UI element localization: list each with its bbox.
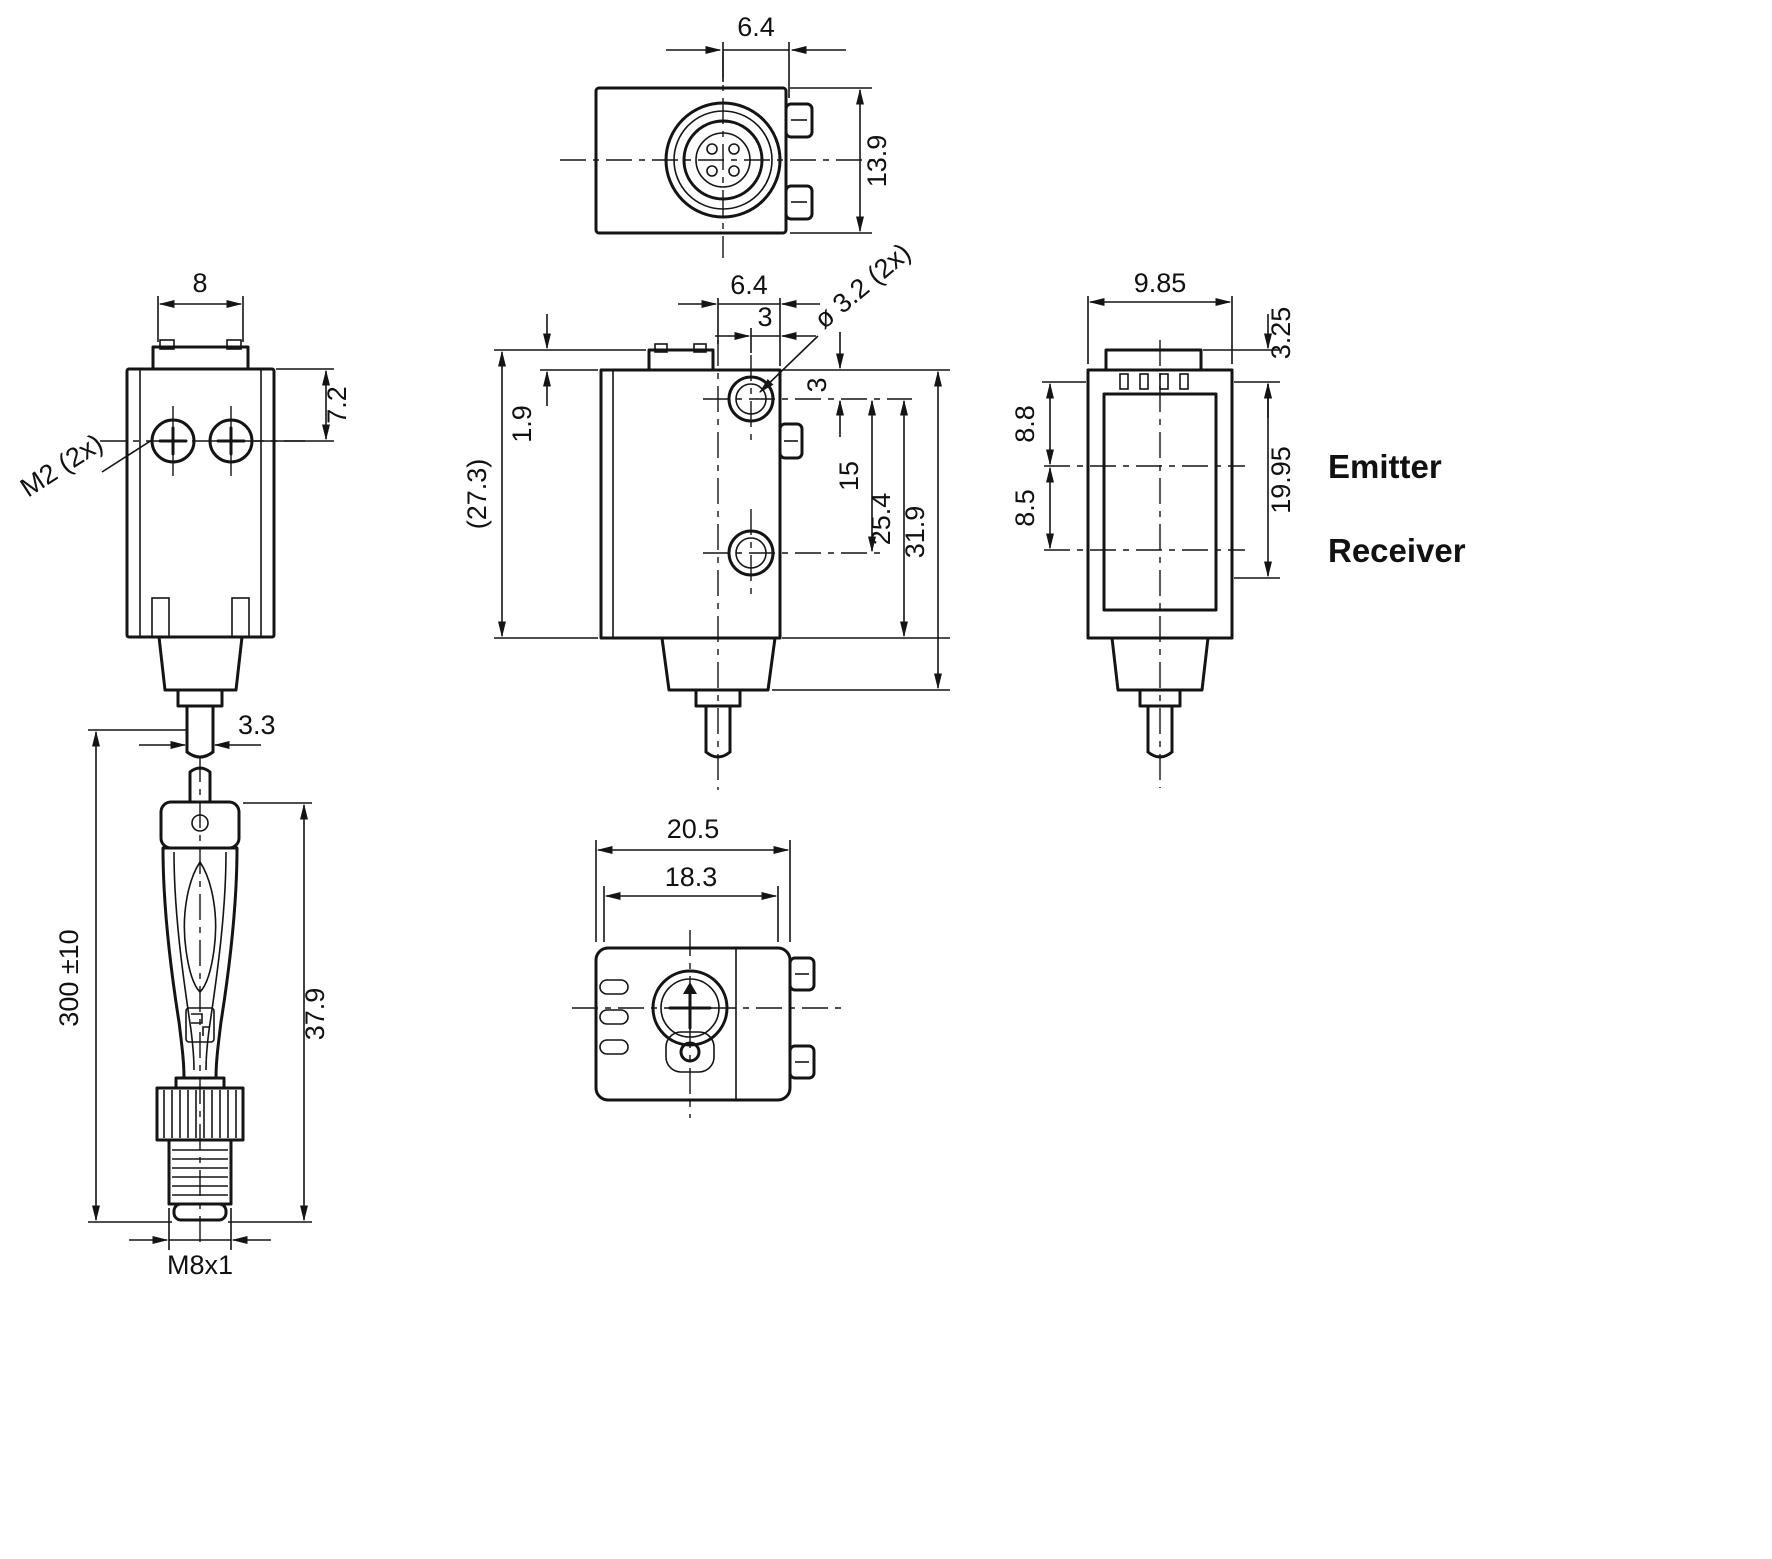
side-view-housing bbox=[599, 368, 782, 640]
dim-emitter-offset: 8.8 bbox=[1010, 405, 1040, 443]
dim-top-height: 13.9 bbox=[862, 135, 892, 188]
dim-hole-to-bottom: 25.4 bbox=[866, 493, 896, 546]
side-view: (27.3) 1.9 6.4 3 ø 3.2 (2x) 3 15 bbox=[462, 237, 950, 790]
dim-cap-offset: 3.25 bbox=[1266, 307, 1296, 360]
dim-plug-length: 37.9 bbox=[300, 988, 330, 1041]
label-m2-screws: M2 (2x) bbox=[15, 428, 108, 503]
front-view-housing bbox=[125, 367, 276, 639]
dim-hole-edge-offset: 3 bbox=[757, 302, 772, 332]
front-view-cap bbox=[151, 345, 250, 371]
top-view: 6.4 13.9 bbox=[560, 12, 892, 258]
connector-pin bbox=[728, 143, 740, 155]
side-view-connector bbox=[660, 636, 777, 692]
dim-top-connector-width: 6.4 bbox=[737, 12, 775, 42]
dim-body-height: (27.3) bbox=[462, 459, 492, 530]
label-receiver: Receiver bbox=[1328, 532, 1466, 569]
vent-slot bbox=[599, 1009, 629, 1025]
label-hole-diameter: ø 3.2 (2x) bbox=[809, 237, 917, 334]
dim-optical-span: 19.95 bbox=[1266, 446, 1296, 514]
dim-back-width: 9.85 bbox=[1134, 268, 1187, 298]
back-view: 9.85 3.25 8.8 8.5 19.95 Emitter Receiver bbox=[1010, 268, 1466, 788]
back-view-connector bbox=[1110, 636, 1210, 692]
cable bbox=[185, 704, 215, 759]
dim-hole-top-offset: 3 bbox=[802, 377, 832, 392]
bottom-view: 20.5 18.3 bbox=[572, 814, 848, 1118]
dim-front-top-width: 8 bbox=[192, 268, 207, 298]
side-view-cap bbox=[647, 348, 715, 372]
m8-cable-plug bbox=[155, 756, 245, 1248]
dim-cap-height: 1.9 bbox=[507, 405, 537, 443]
dim-total-height: 31.9 bbox=[900, 506, 930, 559]
back-view-cap bbox=[1104, 348, 1203, 372]
vent-slot bbox=[599, 1039, 629, 1055]
dim-side-top-width: 6.4 bbox=[730, 270, 768, 300]
cable bbox=[704, 704, 732, 759]
bottom-view-screws bbox=[788, 956, 816, 1080]
connector-pin bbox=[706, 143, 718, 155]
dim-screw-offset: 7.2 bbox=[322, 386, 352, 424]
front-view-connector bbox=[157, 635, 244, 692]
dim-cable-diameter: 3.3 bbox=[238, 710, 276, 740]
dim-bottom-width: 20.5 bbox=[667, 814, 720, 844]
dim-cable-length: 300 ±10 bbox=[54, 929, 84, 1026]
label-emitter: Emitter bbox=[1328, 448, 1442, 485]
bottom-view-housing bbox=[594, 946, 792, 1102]
connector-pin bbox=[728, 165, 740, 177]
dim-receiver-offset: 8.5 bbox=[1010, 489, 1040, 527]
dim-hole-spacing: 15 bbox=[834, 461, 864, 491]
connector-pin bbox=[706, 165, 718, 177]
dim-bottom-inner-width: 18.3 bbox=[665, 862, 718, 892]
front-view: 3.3 8 7.2 M2 (2x) bbox=[15, 268, 352, 1280]
vent-slot bbox=[599, 979, 629, 995]
label-m8-thread: M8x1 bbox=[167, 1250, 233, 1280]
top-view-screws bbox=[784, 102, 814, 221]
side-screw bbox=[778, 422, 804, 460]
